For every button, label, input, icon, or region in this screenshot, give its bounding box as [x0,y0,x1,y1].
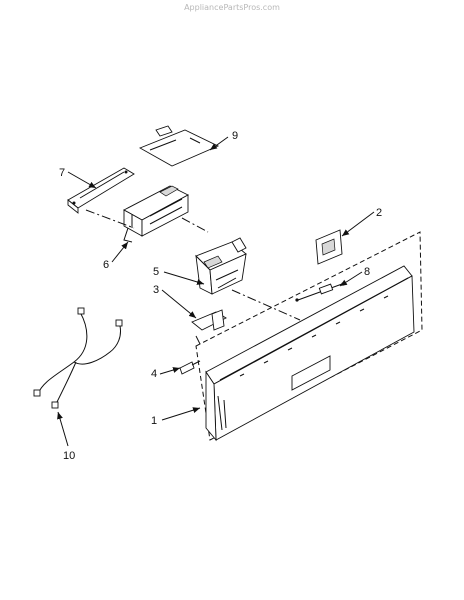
part-7-bracket[interactable] [67,167,135,214]
part-4-screw[interactable] [179,360,201,375]
callout-8: 8 [364,266,370,278]
part-3-clip[interactable] [191,309,227,331]
part-6-control-housing[interactable] [123,185,189,243]
callout-6: 6 [103,259,109,271]
assembly-lines [85,209,301,345]
callout-10: 10 [63,450,75,462]
part-2-small-bracket[interactable] [315,229,343,265]
callout-3: 3 [153,284,159,296]
callout-4: 4 [151,368,157,380]
callout-5: 5 [153,266,159,278]
callout-1: 1 [151,415,157,427]
callout-2: 2 [376,207,382,219]
callout-9: 9 [232,130,238,142]
watermark: AppliancePartsPros.com [184,3,280,12]
part-10-wire-harness[interactable] [33,307,123,409]
part-9-circuit-board[interactable] [138,125,220,167]
part-1-control-panel[interactable] [195,231,423,442]
callout-7: 7 [59,167,65,179]
callout-labels: 9 7 6 2 5 8 3 4 1 10 [59,130,382,462]
part-5-latch-assembly[interactable] [195,237,247,295]
part-8-switch-wire[interactable] [295,282,345,302]
callout-leaders [57,136,375,447]
